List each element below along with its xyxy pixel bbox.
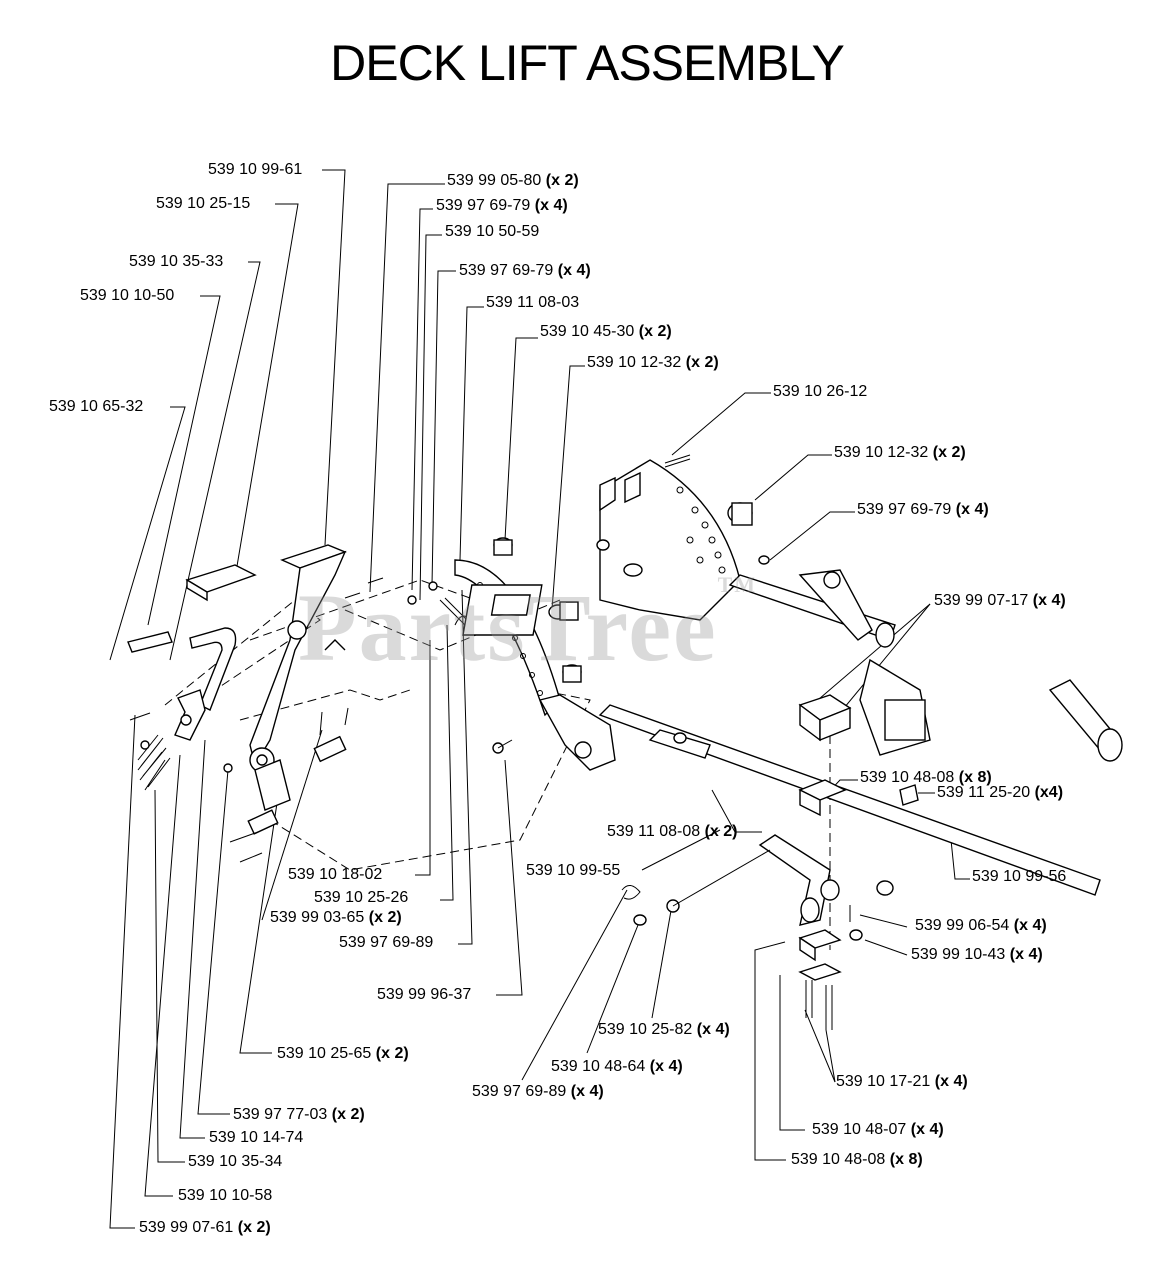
callout-539-99-06-54: 539 99 06-54 (x 4) [915,917,1047,934]
callout-539-97-69-79-b: 539 97 69-79 (x 4) [459,262,591,279]
callout-539-10-25-15: 539 10 25-15 [156,195,251,212]
callout-539-10-25-65: 539 10 25-65 (x 2) [277,1045,409,1062]
callout-539-97-69-79-a: 539 97 69-79 (x 4) [436,197,568,214]
leader-539-10-25-26 [440,624,454,901]
leader-539-99-05-80 [369,183,445,593]
callout-539-11-08-08: 539 11 08-08 (x 2) [607,823,738,840]
leader-539-10-35-34 [154,789,185,1163]
callout-539-99-05-80: 539 99 05-80 (x 2) [447,172,579,189]
callout-539-99-10-43: 539 99 10-43 (x 4) [911,946,1043,963]
leader-539-10-17-21-b [825,1029,836,1083]
leader-539-97-77-03 [197,769,230,1115]
callout-539-11-25-20: 539 11 25-20 (x4) [937,784,1064,801]
leader-539-10-25-15 [234,203,299,579]
leader-539-99-10-43 [864,939,908,956]
handle-rod [127,627,237,773]
leader-539-97-69-89-b [521,889,628,1081]
leader-539-10-25-82 [651,904,673,1019]
pedal-assembly [185,544,347,835]
leader-539-10-35-33 [169,261,261,661]
diagram-title: DECK LIFT ASSEMBLY [330,35,845,91]
callout-539-10-10-50: 539 10 10-50 [80,287,175,304]
callout-539-97-69-79-c: 539 97 69-79 (x 4) [857,501,989,518]
pedal-arm [249,550,347,767]
leader-539-10-99-56 [949,829,970,880]
leader-539-99-96-37 [496,759,523,996]
leader-539-97-69-79-c [769,511,855,561]
callout-539-99-03-65: 539 99 03-65 (x 2) [270,909,402,926]
callout-539-11-08-03: 539 11 08-03 [486,294,580,311]
front-hardware [621,849,771,926]
callout-539-10-48-64: 539 10 48-64 (x 4) [551,1058,683,1075]
callout-539-10-45-30: 539 10 45-30 (x 2) [540,323,672,340]
callout-539-10-35-33: 539 10 35-33 [129,253,224,270]
main-frame [462,459,741,636]
callout-539-10-48-08-b: 539 10 48-08 (x 8) [791,1151,923,1168]
callout-539-10-25-82: 539 10 25-82 (x 4) [598,1021,730,1038]
leader-539-97-69-79-a [411,208,433,591]
lever-link [254,759,291,811]
leader-539-99-06-54 [859,914,908,928]
leader-539-10-50-59 [419,234,442,601]
leader-539-10-17-21 [804,1009,836,1083]
callout-539-10-35-34: 539 10 35-34 [188,1153,283,1170]
callout-539-10-50-59: 539 10 50-59 [445,223,540,240]
callout-539-10-12-32-a: 539 10 12-32 (x 2) [587,354,719,371]
watermark-trademark: TM [717,572,758,597]
leader-539-10-99-55 [641,829,721,871]
callout-539-10-14-74: 539 10 14-74 [209,1129,304,1146]
spring [137,734,171,791]
callout-539-99-96-37: 539 99 96-37 [377,986,472,1003]
leader-539-11-08-08 [711,789,762,833]
bushings [492,454,770,754]
callout-539-10-48-08-a: 539 10 48-08 (x 8) [860,769,992,786]
callout-539-10-12-32-b: 539 10 12-32 (x 2) [834,444,966,461]
leader-539-10-12-32-b [754,454,832,501]
callout-539-10-26-12: 539 10 26-12 [773,383,868,400]
leader-539-10-18-02 [415,640,431,876]
leader-539-99-07-17 [829,603,931,726]
callout-539-10-18-02: 539 10 18-02 [288,866,383,883]
leader-539-10-12-32-a [551,365,585,611]
leader-539-11-08-03 [459,306,484,561]
callout-539-97-69-89-b: 539 97 69-89 (x 4) [472,1083,604,1100]
leader-539-99-07-61 [109,714,136,1229]
callout-539-10-25-26: 539 10 25-26 [314,889,409,906]
leader-539-97-69-79-b [431,270,456,586]
callout-539-10-65-32: 539 10 65-32 [49,398,144,415]
leader-539-10-10-58 [144,754,181,1197]
leader-539-10-14-74 [179,739,206,1139]
callout-539-10-17-21: 539 10 17-21 (x 4) [836,1073,968,1090]
callout-539-10-99-56: 539 10 99-56 [972,868,1067,885]
watermark-text: PartsTree [298,574,718,681]
leader-539-99-07-17-b [811,603,931,706]
front-shaft [538,679,1123,926]
leader-539-10-10-50 [147,295,221,626]
callout-539-10-99-55: 539 10 99-55 [526,862,621,879]
pivot-blocks [798,694,919,1030]
leader-539-99-03-65 [261,729,323,921]
leader-539-10-45-30 [504,337,538,541]
leader-539-10-48-64 [586,919,641,1054]
leader-539-10-25-65 [239,802,278,1054]
callout-539-10-10-58: 539 10 10-58 [178,1187,273,1204]
leader-539-10-26-12 [671,392,771,456]
callout-539-97-77-03: 539 97 77-03 (x 2) [233,1106,365,1123]
callout-539-99-07-17: 539 99 07-17 (x 4) [934,592,1066,609]
leader-539-97-69-89 [458,589,473,945]
watermark: PartsTreeTM [298,572,757,683]
callout-539-97-69-89: 539 97 69-89 [339,934,434,951]
leader-539-10-48-07 [779,975,805,1131]
rear-shaft [728,569,931,756]
leader-lines [109,169,970,1229]
leader-539-10-65-32 [109,406,186,661]
leader-539-10-99-61 [322,169,346,546]
callout-539-10-99-61: 539 10 99-61 [208,161,303,178]
callout-539-10-48-07: 539 10 48-07 (x 4) [812,1121,944,1138]
leader-539-10-48-08-b [754,941,786,1161]
callout-539-99-07-61: 539 99 07-61 (x 2) [139,1219,271,1236]
